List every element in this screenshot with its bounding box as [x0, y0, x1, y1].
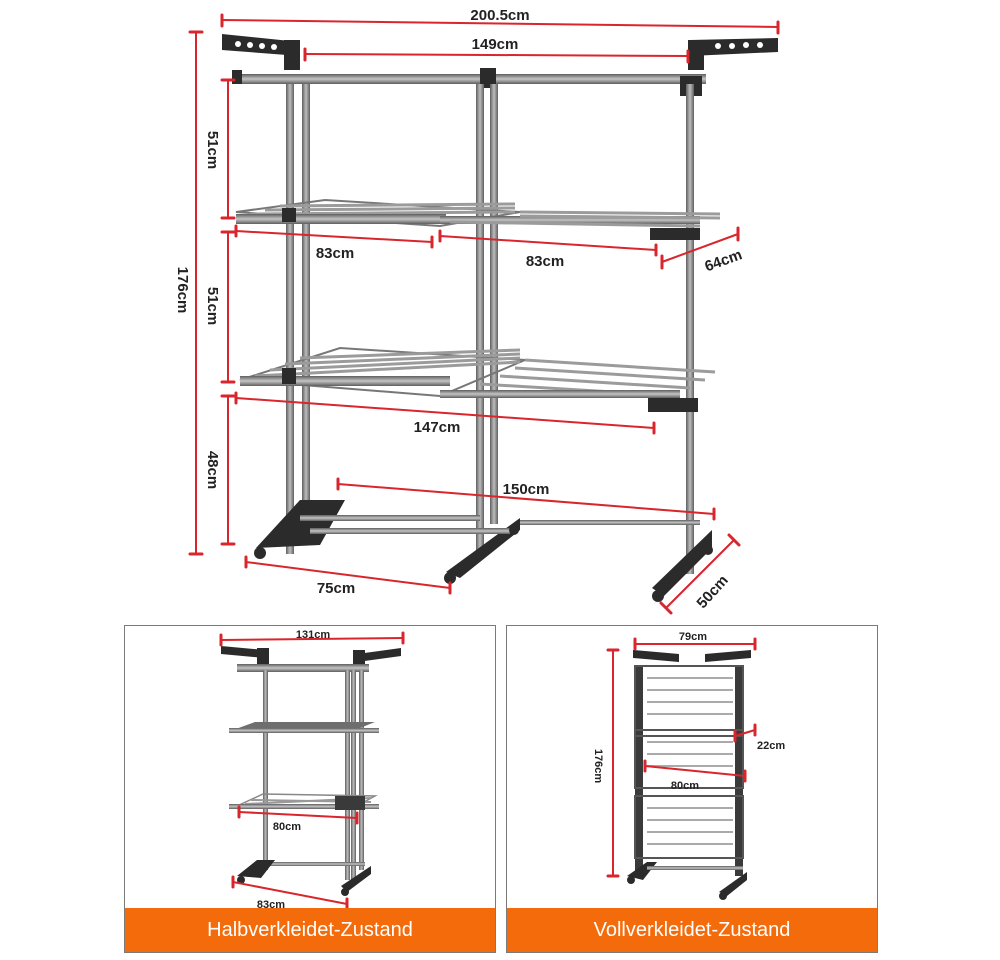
- lower-shelf: [239, 346, 716, 412]
- half-dim-shelf-width: 80cm: [273, 821, 301, 833]
- rack-illustration: [222, 34, 778, 602]
- full-dim-depth: 22cm: [757, 740, 785, 752]
- dim-height-total: 176cm: [174, 267, 191, 314]
- pole-left-front: [286, 84, 294, 554]
- pole-mid-front: [476, 84, 484, 554]
- half-rack-illustration: [221, 646, 401, 896]
- base: [254, 500, 713, 602]
- dim-lower-shelf-width: 147cm: [414, 419, 461, 436]
- full-dim-shelf-width: 80cm: [671, 780, 699, 792]
- panel-label-fully-folded: Vollverkleidet-Zustand: [507, 908, 877, 952]
- dim-base-length: 150cm: [503, 481, 550, 498]
- full-dim-height: 176cm: [592, 749, 604, 783]
- dim-height-upper: 51cm: [204, 131, 221, 169]
- dimension-lines: [188, 13, 780, 615]
- fully-folded-diagram: 79cm 176cm 22cm 80cm: [592, 631, 785, 900]
- main-rack-diagram: 200.5cm 149cm 176cm 51cm 51cm 48cm 83cm …: [174, 7, 780, 615]
- full-rack-illustration: [627, 650, 751, 900]
- top-bar: [236, 74, 706, 84]
- panel-half-folded: 131cm 80cm 83cm Halbverkleidet-Zustand: [124, 625, 496, 953]
- half-dim-width-top: 131cm: [296, 629, 330, 641]
- middle-shelf: [235, 198, 721, 240]
- dim-base-width: 75cm: [317, 580, 355, 597]
- pole-right-front: [686, 84, 694, 574]
- full-dim-width-top: 79cm: [679, 631, 707, 643]
- pole-left-back: [302, 84, 310, 514]
- dim-width-top-bar: 149cm: [472, 36, 519, 53]
- dim-width-total: 200.5cm: [470, 7, 529, 24]
- dim-height-lower: 48cm: [204, 451, 221, 489]
- dim-height-middle: 51cm: [204, 287, 221, 325]
- right-hanger: [688, 38, 778, 70]
- dim-wing-depth: 64cm: [703, 246, 745, 275]
- pole-mid-back: [490, 84, 498, 524]
- dim-wing-right: 83cm: [526, 253, 564, 270]
- half-folded-diagram: 131cm 80cm 83cm: [219, 629, 405, 911]
- panel-fully-folded: 79cm 176cm 22cm 80cm Vollverkleidet-Zust…: [506, 625, 878, 953]
- left-hanger: [222, 34, 300, 70]
- panel-label-half-folded: Halbverkleidet-Zustand: [125, 908, 495, 952]
- dim-base-depth: 50cm: [694, 572, 732, 612]
- dim-wing-left: 83cm: [316, 245, 354, 262]
